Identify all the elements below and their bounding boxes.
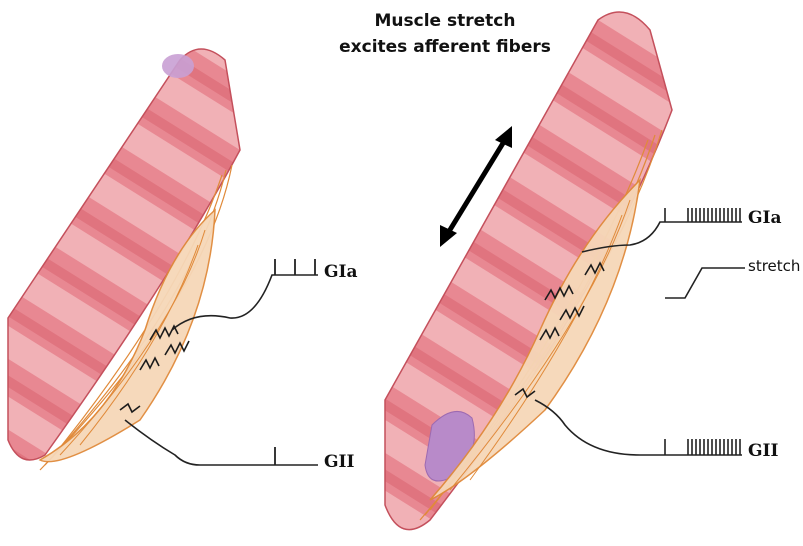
left-tendon-blob — [162, 54, 194, 78]
left-gia-label: GIa — [324, 262, 358, 282]
left-gia-spikes — [275, 259, 315, 275]
right-gia-spikes — [665, 208, 740, 222]
left-muscle — [8, 49, 240, 470]
right-gia-label: GIa — [748, 208, 782, 228]
right-muscle — [385, 12, 672, 530]
stretch-step-trace — [665, 268, 745, 298]
right-gii-spikes — [665, 439, 740, 455]
left-gii-axon — [125, 420, 318, 465]
right-gii-axon — [535, 400, 742, 455]
right-gii-label: GII — [748, 441, 778, 461]
stretch-label: stretch — [748, 257, 800, 275]
left-gii-label: GII — [324, 452, 354, 472]
